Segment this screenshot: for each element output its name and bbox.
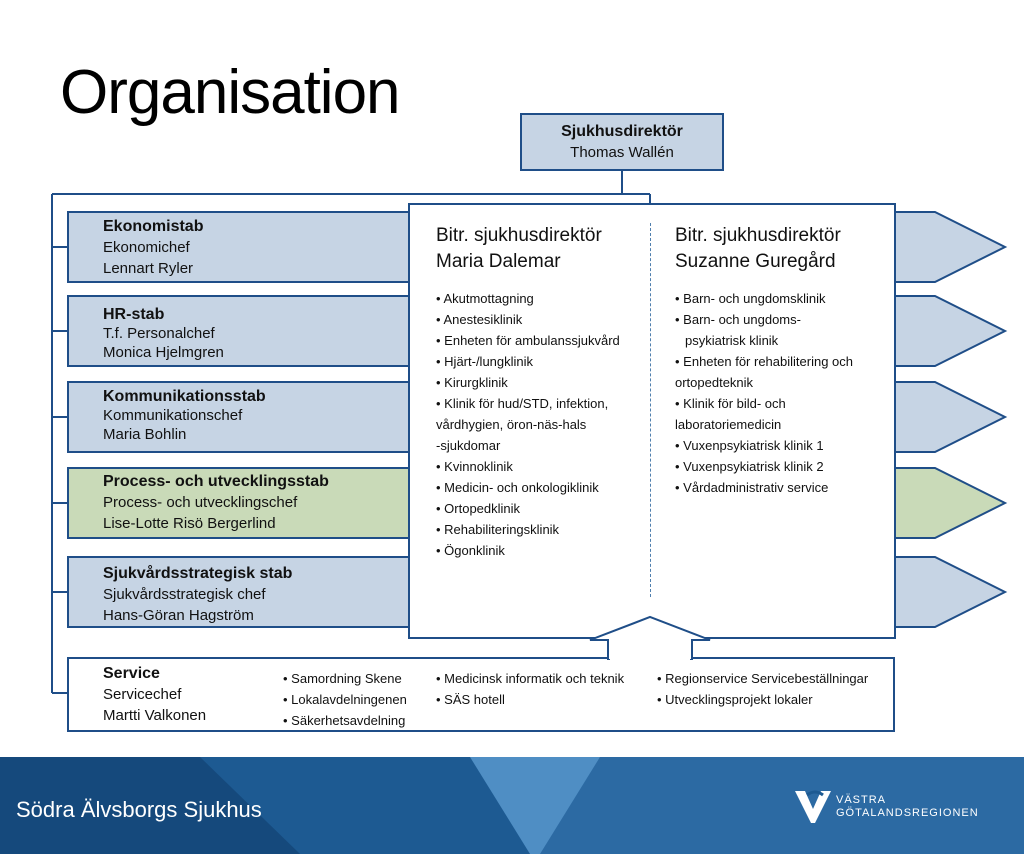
unit-head: HR-stab (103, 306, 165, 323)
list-item: Enheten för ambulanssjukvård (436, 330, 620, 351)
deputy-left-title: Bitr. sjukhusdirektör (436, 225, 602, 246)
unit-ekonomistab: Ekonomistab Ekonomichef Lennart Ryler (103, 216, 203, 279)
list-item: vårdhygien, öron-näs-hals (436, 417, 587, 432)
unit-head: Process- och utvecklingsstab (103, 473, 329, 490)
service-up-arrow (589, 615, 711, 660)
list-item: Akutmottagning (436, 288, 620, 309)
unit-person: Martti Valkonen (103, 707, 207, 724)
footer-hospital-name: Södra Älvsborgs Sjukhus (16, 797, 262, 822)
director-title: Sjukhusdirektör (561, 123, 683, 140)
list-item: Utvecklingsprojekt lokaler (657, 689, 868, 710)
unit-hr-stab: HR-stab T.f. Personalchef Monica Hjelmgr… (103, 305, 224, 362)
unit-person: Lennart Ryler (103, 260, 194, 277)
unit-role: Ekonomichef (103, 239, 190, 256)
region-logo-icon (795, 790, 831, 823)
unit-role: T.f. Personalchef (103, 325, 215, 342)
service-list-1: Samordning SkeneLokalavdelningenenSäkerh… (283, 668, 407, 731)
list-item: Klinik för hud/STD, infektion, (436, 393, 620, 414)
unit-role: Process- och utvecklingschef (103, 494, 298, 511)
deputy-left-clinics: AkutmottagningAnestesiklinikEnheten för … (436, 288, 620, 561)
list-item: -sjukdomar (436, 438, 501, 453)
list-item: Samordning Skene (283, 668, 407, 689)
service-list-2: Medicinsk informatik och teknikSÄS hotel… (436, 668, 624, 710)
list-item: Hjärt-/lungklinik (436, 351, 620, 372)
deputy-right-clinics: Barn- och ungdomsklinikBarn- och ungdoms… (675, 288, 853, 498)
list-item: psykiatrisk klinik (685, 333, 779, 348)
unit-head: Service (103, 665, 160, 682)
unit-process-utvecklingsstab: Process- och utvecklingsstab Process- oc… (103, 471, 329, 534)
unit-person: Hans-Göran Hagström (103, 607, 254, 624)
list-item: Ortopedklinik (436, 498, 620, 519)
list-item: laboratoriemedicin (675, 417, 782, 432)
list-item: ortopedteknik (675, 375, 754, 390)
list-item: Anestesiklinik (436, 309, 620, 330)
list-item: Lokalavdelningenen (283, 689, 407, 710)
list-item: Enheten för rehabilitering och (675, 351, 853, 372)
list-item: Säkerhetsavdelning (283, 710, 407, 731)
deputy-right-header: Bitr. sjukhusdirektör Suzanne Guregård (675, 223, 841, 275)
list-item: Rehabiliteringsklinik (436, 519, 620, 540)
unit-person: Maria Bohlin (103, 426, 187, 443)
page-title: Organisation (60, 58, 401, 127)
list-item: SÄS hotell (436, 689, 624, 710)
logo-line-2: GÖTALANDSREGIONEN (836, 807, 979, 819)
list-item: Kirurgklinik (436, 372, 620, 393)
list-item: Medicinsk informatik och teknik (436, 668, 624, 689)
deputy-left-name: Maria Dalemar (436, 251, 561, 272)
unit-kommunikationsstab: Kommunikationsstab Kommunikationschef Ma… (103, 387, 266, 444)
list-item: Vuxenpsykiatrisk klinik 2 (675, 456, 853, 477)
director-box: Sjukhusdirektör Thomas Wallén (520, 113, 724, 171)
unit-role: Kommunikationschef (103, 407, 243, 424)
footer-shape-right (540, 757, 1024, 854)
logo-line-1: VÄSTRA (836, 794, 887, 806)
deputy-right-title: Bitr. sjukhusdirektör (675, 225, 841, 246)
director-name: Thomas Wallén (570, 144, 674, 161)
unit-person: Monica Hjelmgren (103, 344, 224, 361)
unit-service: Service Servicechef Martti Valkonen (103, 663, 206, 726)
deputy-directors-box: Bitr. sjukhusdirektör Maria Dalemar Akut… (408, 203, 896, 639)
list-item: Regionservice Servicebeställningar (657, 668, 868, 689)
list-item: Ögonklinik (436, 540, 620, 561)
list-item: Medicin- och onkologiklinik (436, 477, 620, 498)
column-divider (650, 223, 651, 597)
region-logo-text: VÄSTRA GÖTALANDSREGIONEN (836, 794, 979, 820)
list-item: Barn- och ungdoms- (675, 309, 853, 330)
footer-shape-left (0, 757, 300, 854)
list-item: Vuxenpsykiatrisk klinik 1 (675, 435, 853, 456)
unit-head: Sjukvårdsstrategisk stab (103, 565, 293, 582)
unit-sjukvardsstrategisk-stab: Sjukvårdsstrategisk stab Sjukvårdsstrate… (103, 563, 292, 626)
service-list-3: Regionservice ServicebeställningarUtveck… (657, 668, 868, 710)
unit-head: Kommunikationsstab (103, 388, 266, 405)
list-item: Barn- och ungdomsklinik (675, 288, 853, 309)
deputy-right-name: Suzanne Guregård (675, 251, 836, 272)
unit-role: Sjukvårdsstrategisk chef (103, 586, 266, 603)
list-item: Klinik för bild- och (675, 393, 853, 414)
unit-role: Servicechef (103, 686, 182, 703)
unit-person: Lise-Lotte Risö Bergerlind (103, 515, 276, 532)
list-item: Vårdadministrativ service (675, 477, 853, 498)
unit-head: Ekonomistab (103, 218, 204, 235)
list-item: Kvinnoklinik (436, 456, 620, 477)
deputy-left-header: Bitr. sjukhusdirektör Maria Dalemar (436, 223, 602, 275)
